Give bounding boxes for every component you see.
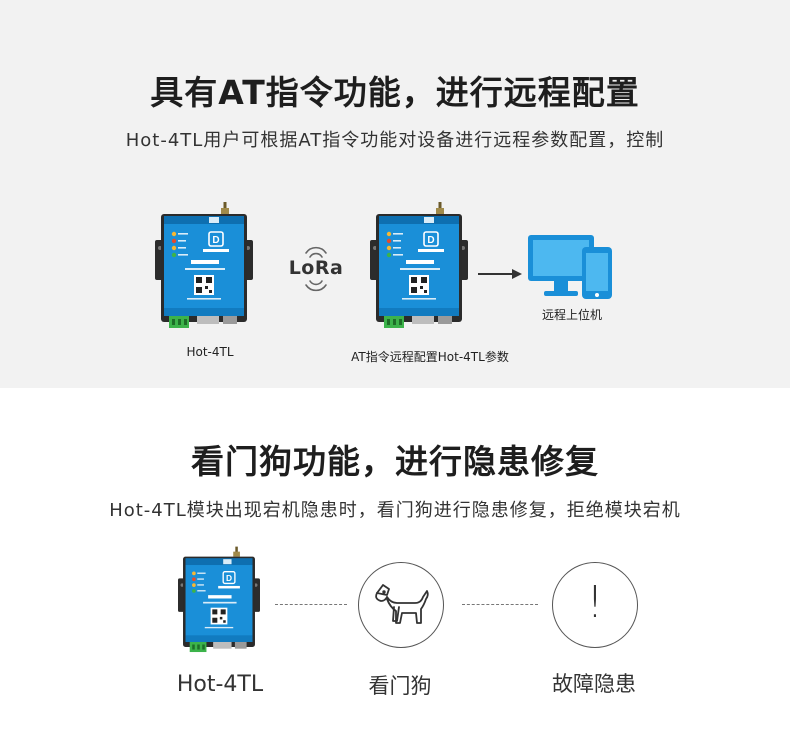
dashed-connector	[275, 604, 347, 605]
arrow-icon	[476, 266, 524, 285]
gateway-device-icon	[176, 545, 262, 654]
device-image	[176, 545, 262, 660]
device-right-caption: AT指令远程配置Hot-4TL参数	[351, 350, 509, 364]
section2-title: 看门狗功能，进行隐患修复	[191, 442, 599, 481]
section1-title: 具有AT指令功能，进行远程配置	[150, 73, 640, 112]
lora-logo: LoRa	[284, 246, 348, 296]
watchdog-section: 看门狗功能，进行隐患修复 Hot-4TL模块出现宕机隐患时，看门狗进行隐患修复，…	[0, 388, 790, 742]
device-left-image	[153, 200, 255, 336]
dog-icon	[375, 584, 429, 624]
watchdog-circle	[358, 562, 444, 648]
dashed-connector	[462, 604, 538, 605]
section2-subtitle: Hot-4TL模块出现宕机隐患时，看门狗进行隐患修复，拒绝模块宕机	[109, 500, 681, 521]
lora-signal-icon	[305, 246, 327, 292]
device-caption: Hot-4TL	[176, 672, 264, 697]
section1-subtitle: Hot-4TL用户可根据AT指令功能对设备进行远程参数配置，控制	[125, 130, 665, 151]
dog-caption: 看门狗	[368, 674, 432, 698]
pc-caption: 远程上位机	[541, 308, 602, 322]
lora-label: LoRa	[288, 257, 344, 279]
device-right-image	[368, 200, 470, 336]
computer-icon	[526, 233, 618, 305]
at-command-section: 具有AT指令功能，进行远程配置 Hot-4TL用户可根据AT指令功能对设备进行远…	[0, 0, 790, 388]
gateway-device-icon	[368, 200, 470, 330]
fault-circle: !	[552, 562, 638, 648]
exclamation-icon: !	[586, 577, 604, 628]
device-left-caption: Hot-4TL	[186, 345, 234, 359]
fault-caption: 故障隐患	[552, 672, 636, 696]
gateway-device-icon	[153, 200, 255, 330]
